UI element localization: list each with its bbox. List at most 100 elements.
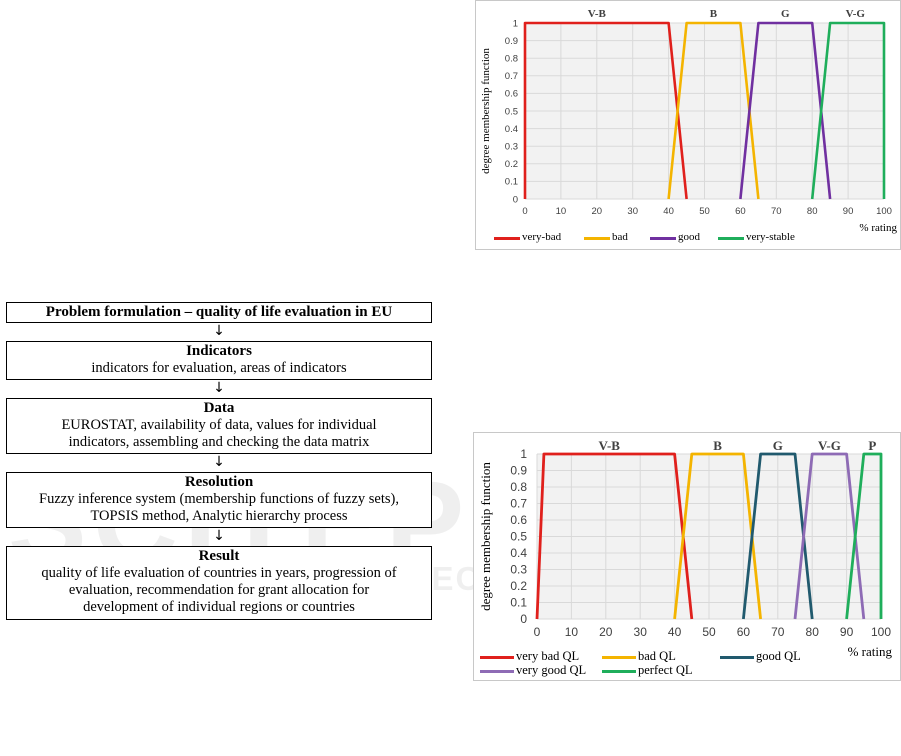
set-label: P (868, 438, 876, 453)
x-tick-label: 10 (565, 625, 579, 639)
x-tick-label: 100 (876, 206, 892, 217)
x-axis-title: % rating (848, 644, 893, 659)
flow-step-result: Result quality of life evaluation of cou… (6, 546, 432, 620)
flow-arrow-icon: ↓ (213, 380, 225, 396)
x-tick-label: 50 (702, 625, 716, 639)
y-tick-label: 0.1 (510, 596, 527, 610)
legend-swatch (602, 655, 636, 659)
methodology-flowchart: Problem formulation – quality of life ev… (6, 302, 432, 620)
legend-label: very-stable (746, 231, 795, 243)
y-tick-label: 0.3 (510, 563, 527, 577)
flow-step-resolution: Resolution Fuzzy inference system (membe… (6, 472, 432, 528)
y-tick-label: 0.7 (505, 71, 518, 82)
x-tick-label: 90 (843, 206, 854, 217)
y-tick-label: 0.4 (510, 546, 527, 560)
set-label: B (713, 438, 722, 453)
legend-label: bad QL (638, 649, 676, 663)
flow-step-title: Problem formulation – quality of life ev… (45, 304, 393, 320)
x-tick-label: 100 (871, 625, 891, 639)
flow-step-title: Resolution (184, 474, 254, 490)
x-tick-label: 0 (534, 625, 541, 639)
y-tick-label: 0.8 (510, 480, 527, 494)
y-tick-label: 0.7 (510, 497, 527, 511)
flow-step-line: Fuzzy inference system (membership funct… (39, 491, 399, 507)
set-label: V-B (588, 8, 607, 20)
legend-label: very-bad (522, 231, 562, 243)
x-tick-label: 40 (668, 625, 682, 639)
set-label: B (710, 8, 718, 20)
flow-step-data: Data EUROSTAT, availability of data, val… (6, 398, 432, 454)
legend-swatch (720, 655, 754, 659)
flow-arrow-icon: ↓ (213, 528, 225, 544)
y-tick-label: 0 (520, 612, 527, 626)
flow-step-title: Result (198, 548, 240, 564)
series-line-very-stable (810, 21, 886, 200)
set-label: V-B (599, 438, 621, 453)
flow-step-line: development of individual regions or cou… (83, 599, 355, 615)
flow-step-title: Data (203, 400, 235, 416)
legend-label: bad (612, 231, 628, 243)
y-tick-label: 0 (513, 194, 518, 205)
flow-step-line: quality of life evaluation of countries … (41, 565, 397, 581)
y-tick-label: 0.5 (505, 106, 518, 117)
y-axis-title: degree membership function (480, 48, 492, 174)
y-tick-label: 0.6 (510, 513, 527, 527)
x-tick-label: 90 (840, 625, 854, 639)
legend-label: good (678, 231, 700, 243)
y-tick-label: 0.9 (510, 464, 527, 478)
x-tick-label: 50 (699, 206, 710, 217)
x-tick-label: 20 (599, 625, 613, 639)
flow-step-line: indicators for evaluation, areas of indi… (91, 360, 347, 376)
legend-swatch (602, 669, 636, 673)
x-tick-label: 40 (663, 206, 674, 217)
set-label: G (773, 438, 783, 453)
x-tick-label: 60 (737, 625, 751, 639)
legend-swatch (650, 237, 676, 241)
legend-swatch (480, 655, 514, 659)
y-tick-label: 0.8 (505, 54, 518, 65)
set-label: V-G (846, 8, 866, 20)
legend-label: perfect QL (638, 663, 693, 677)
series-line-perfect-ql (845, 452, 883, 620)
legend-label: very bad QL (516, 649, 580, 663)
y-tick-label: 1 (513, 18, 518, 29)
legend-label: good QL (756, 649, 801, 663)
y-tick-label: 0.6 (505, 89, 518, 100)
x-tick-label: 30 (634, 625, 648, 639)
x-axis-title: % rating (859, 222, 897, 234)
x-tick-label: 20 (592, 206, 603, 217)
y-tick-label: 0.3 (505, 142, 518, 153)
flow-step-line: TOPSIS method, Analytic hierarchy proces… (90, 508, 348, 524)
y-tick-label: 0.2 (510, 579, 527, 593)
legend-swatch (584, 237, 610, 241)
y-tick-label: 0.5 (510, 530, 527, 544)
flow-arrow-icon: ↓ (213, 323, 225, 339)
x-tick-label: 30 (627, 206, 638, 217)
flow-step-problem: Problem formulation – quality of life ev… (6, 302, 432, 323)
y-axis-title: degree membership function (478, 462, 493, 611)
x-tick-label: 80 (806, 625, 820, 639)
flow-step-line: EUROSTAT, availability of data, values f… (61, 417, 377, 433)
set-label: G (781, 8, 790, 20)
legend-swatch (480, 669, 514, 673)
y-tick-label: 0.1 (505, 177, 518, 188)
flow-step-indicators: Indicators indicators for evaluation, ar… (6, 341, 432, 380)
x-tick-label: 0 (522, 206, 527, 217)
flow-step-title: Indicators (186, 343, 252, 359)
y-tick-label: 0.2 (505, 159, 518, 170)
flow-arrow-icon: ↓ (213, 454, 225, 470)
legend-label: very good QL (516, 663, 587, 677)
flow-step-line: indicators, assembling and checking the … (68, 434, 370, 450)
y-tick-label: 0.4 (505, 124, 518, 135)
flow-step-line: evaluation, recommendation for grant all… (68, 582, 370, 598)
x-tick-label: 60 (735, 206, 746, 217)
y-tick-label: 0.9 (505, 36, 518, 47)
x-tick-label: 10 (556, 206, 567, 217)
set-label: V-G (818, 438, 841, 453)
legend-swatch (718, 237, 744, 241)
legend-swatch (494, 237, 520, 241)
